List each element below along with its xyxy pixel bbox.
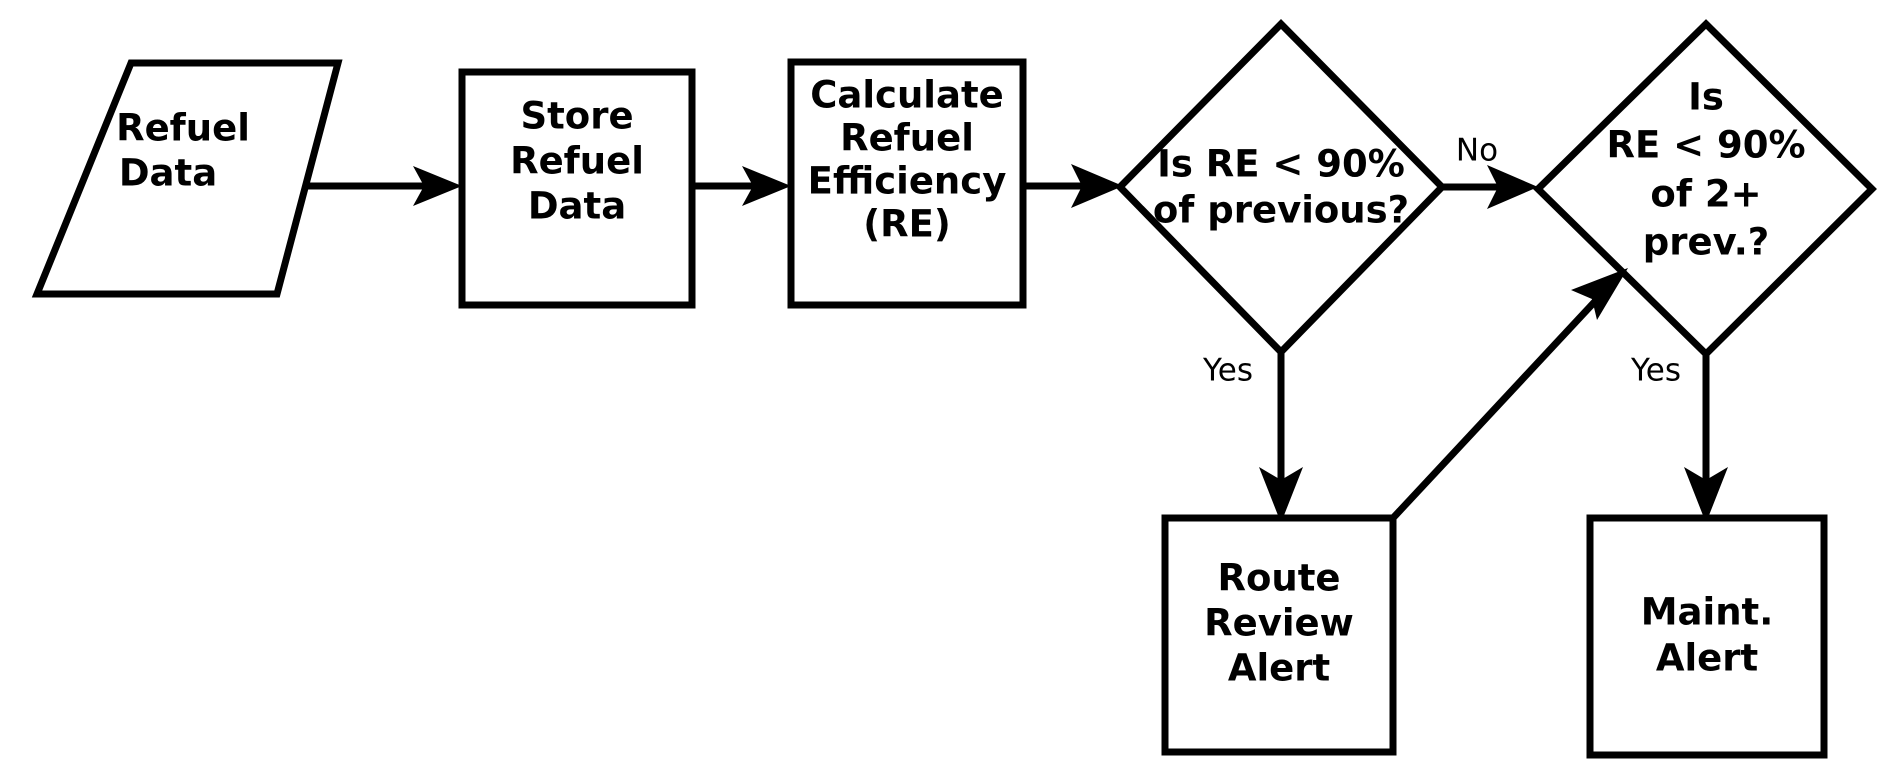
calculate-label-line-1: Calculate xyxy=(810,74,1004,117)
maint-alert-label-line-2: Alert xyxy=(1656,637,1758,680)
decision-2-label-line-3: of 2+ xyxy=(1650,173,1761,216)
decision-1-label-line-2: of previous? xyxy=(1153,189,1409,232)
edge-label-no: No xyxy=(1456,133,1498,169)
arrowhead-icon xyxy=(413,166,462,206)
node-store-refuel-data[interactable]: Store Refuel Data xyxy=(458,68,696,309)
store-refuel-data-label-line-1: Store xyxy=(520,95,633,138)
node-route-review-alert[interactable]: Route Review Alert xyxy=(1161,514,1397,756)
edge-decision-1-no-to-decision-2: No xyxy=(1442,133,1538,209)
node-decision-re-previous[interactable]: Is RE < 90% of previous? xyxy=(1115,19,1447,358)
edge-route-review-to-decision-2 xyxy=(1390,268,1628,521)
decision-2-label-line-1: Is xyxy=(1688,76,1724,119)
calculate-label-line-3: Efficiency xyxy=(808,160,1007,203)
maint-alert-label-line-1: Maint. xyxy=(1641,591,1774,634)
arrowhead-icon xyxy=(742,166,791,206)
edge-calculate-to-decision-1 xyxy=(1023,164,1123,208)
arrowhead-icon xyxy=(1684,467,1728,523)
route-review-alert-label-line-2: Review xyxy=(1204,602,1354,645)
calculate-label-line-2: Refuel xyxy=(840,117,974,160)
decision-2-label-line-2: RE < 90% xyxy=(1606,124,1805,167)
node-refuel-data[interactable]: Refuel Data xyxy=(31,59,343,298)
maint-alert-rect[interactable] xyxy=(1586,514,1828,759)
arrowhead-icon xyxy=(1571,268,1628,320)
arrowhead-icon xyxy=(1487,165,1538,209)
node-calculate-refuel-efficiency[interactable]: Calculate Refuel Efficiency (RE) xyxy=(787,58,1027,309)
edge-decision-2-yes-to-maint-alert: Yes xyxy=(1630,353,1728,523)
edge-store-to-calculate xyxy=(692,166,791,206)
edge-line xyxy=(1390,293,1603,521)
route-review-alert-label-line-3: Alert xyxy=(1228,647,1330,690)
store-refuel-data-label-line-2: Refuel xyxy=(510,140,644,183)
decision-1-label-line-1: Is RE < 90% xyxy=(1157,143,1405,186)
decision-2-label-line-4: prev.? xyxy=(1643,221,1769,264)
calculate-label-line-4: (RE) xyxy=(863,203,951,246)
edge-label-yes-2: Yes xyxy=(1630,353,1681,389)
arrowhead-icon xyxy=(1071,164,1123,208)
route-review-alert-rect[interactable] xyxy=(1161,514,1397,756)
refuel-data-label-line-2: Data xyxy=(119,152,217,195)
edge-refuel-data-to-store xyxy=(306,166,462,206)
store-refuel-data-rect[interactable] xyxy=(458,68,696,309)
arrowhead-icon xyxy=(1259,467,1303,523)
store-refuel-data-label-line-3: Data xyxy=(528,185,626,228)
refuel-data-label-line-1: Refuel xyxy=(116,107,250,150)
edge-label-yes-1: Yes xyxy=(1202,353,1253,389)
edge-decision-1-yes-to-route-review: Yes xyxy=(1202,352,1303,523)
route-review-alert-label-line-1: Route xyxy=(1217,557,1340,600)
refuel-data-parallelogram[interactable] xyxy=(31,59,343,298)
node-maint-alert[interactable]: Maint. Alert xyxy=(1586,514,1828,759)
calculate-refuel-efficiency-rect[interactable] xyxy=(787,58,1027,309)
